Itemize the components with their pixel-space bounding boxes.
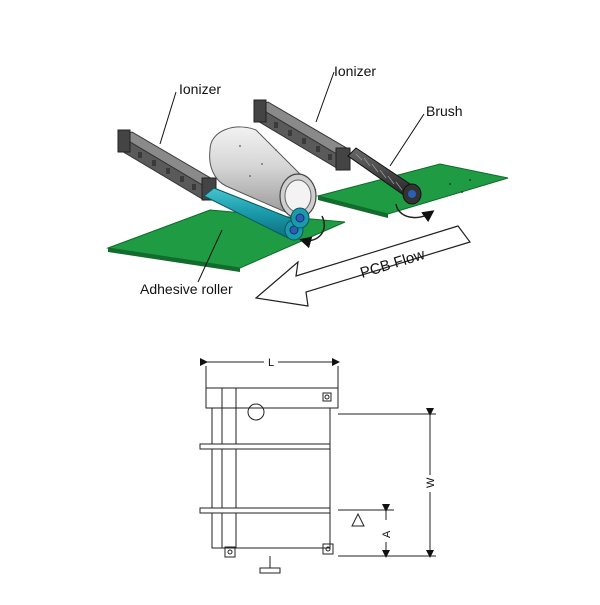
leader-ionizer-right — [315, 71, 335, 123]
rotation-arrow-roller — [299, 215, 325, 249]
ionizer-bar-right — [253, 99, 351, 171]
label-ionizer-left: Ionizer — [179, 81, 221, 97]
label-adhesive-roller: Adhesive roller — [140, 281, 233, 297]
ionizer-bar-left — [117, 129, 217, 201]
leader-ionizer-left — [159, 91, 177, 145]
isometric-view: Ionizer Ionizer Brush Adhesive roller PC… — [106, 63, 509, 307]
pcb-board-right-edge — [318, 196, 388, 218]
leader-adhesive-roller — [197, 229, 223, 283]
frame-body — [211, 407, 331, 549]
leader-brush — [389, 113, 425, 167]
adhesive-roller — [203, 187, 310, 241]
dimension-drawing — [199, 358, 436, 574]
label-ionizer-right: Ionizer — [334, 63, 376, 79]
dimension-label-offset: A — [381, 530, 393, 538]
pcb-board-left-edge — [108, 248, 240, 272]
dimension-label-width: W — [425, 477, 437, 488]
cleaning-roller — [209, 126, 317, 219]
label-brush: Brush — [426, 103, 463, 119]
rotation-arrow-brush — [395, 203, 435, 223]
dimension-label-length: L — [268, 357, 274, 369]
brush-roller — [347, 147, 422, 205]
